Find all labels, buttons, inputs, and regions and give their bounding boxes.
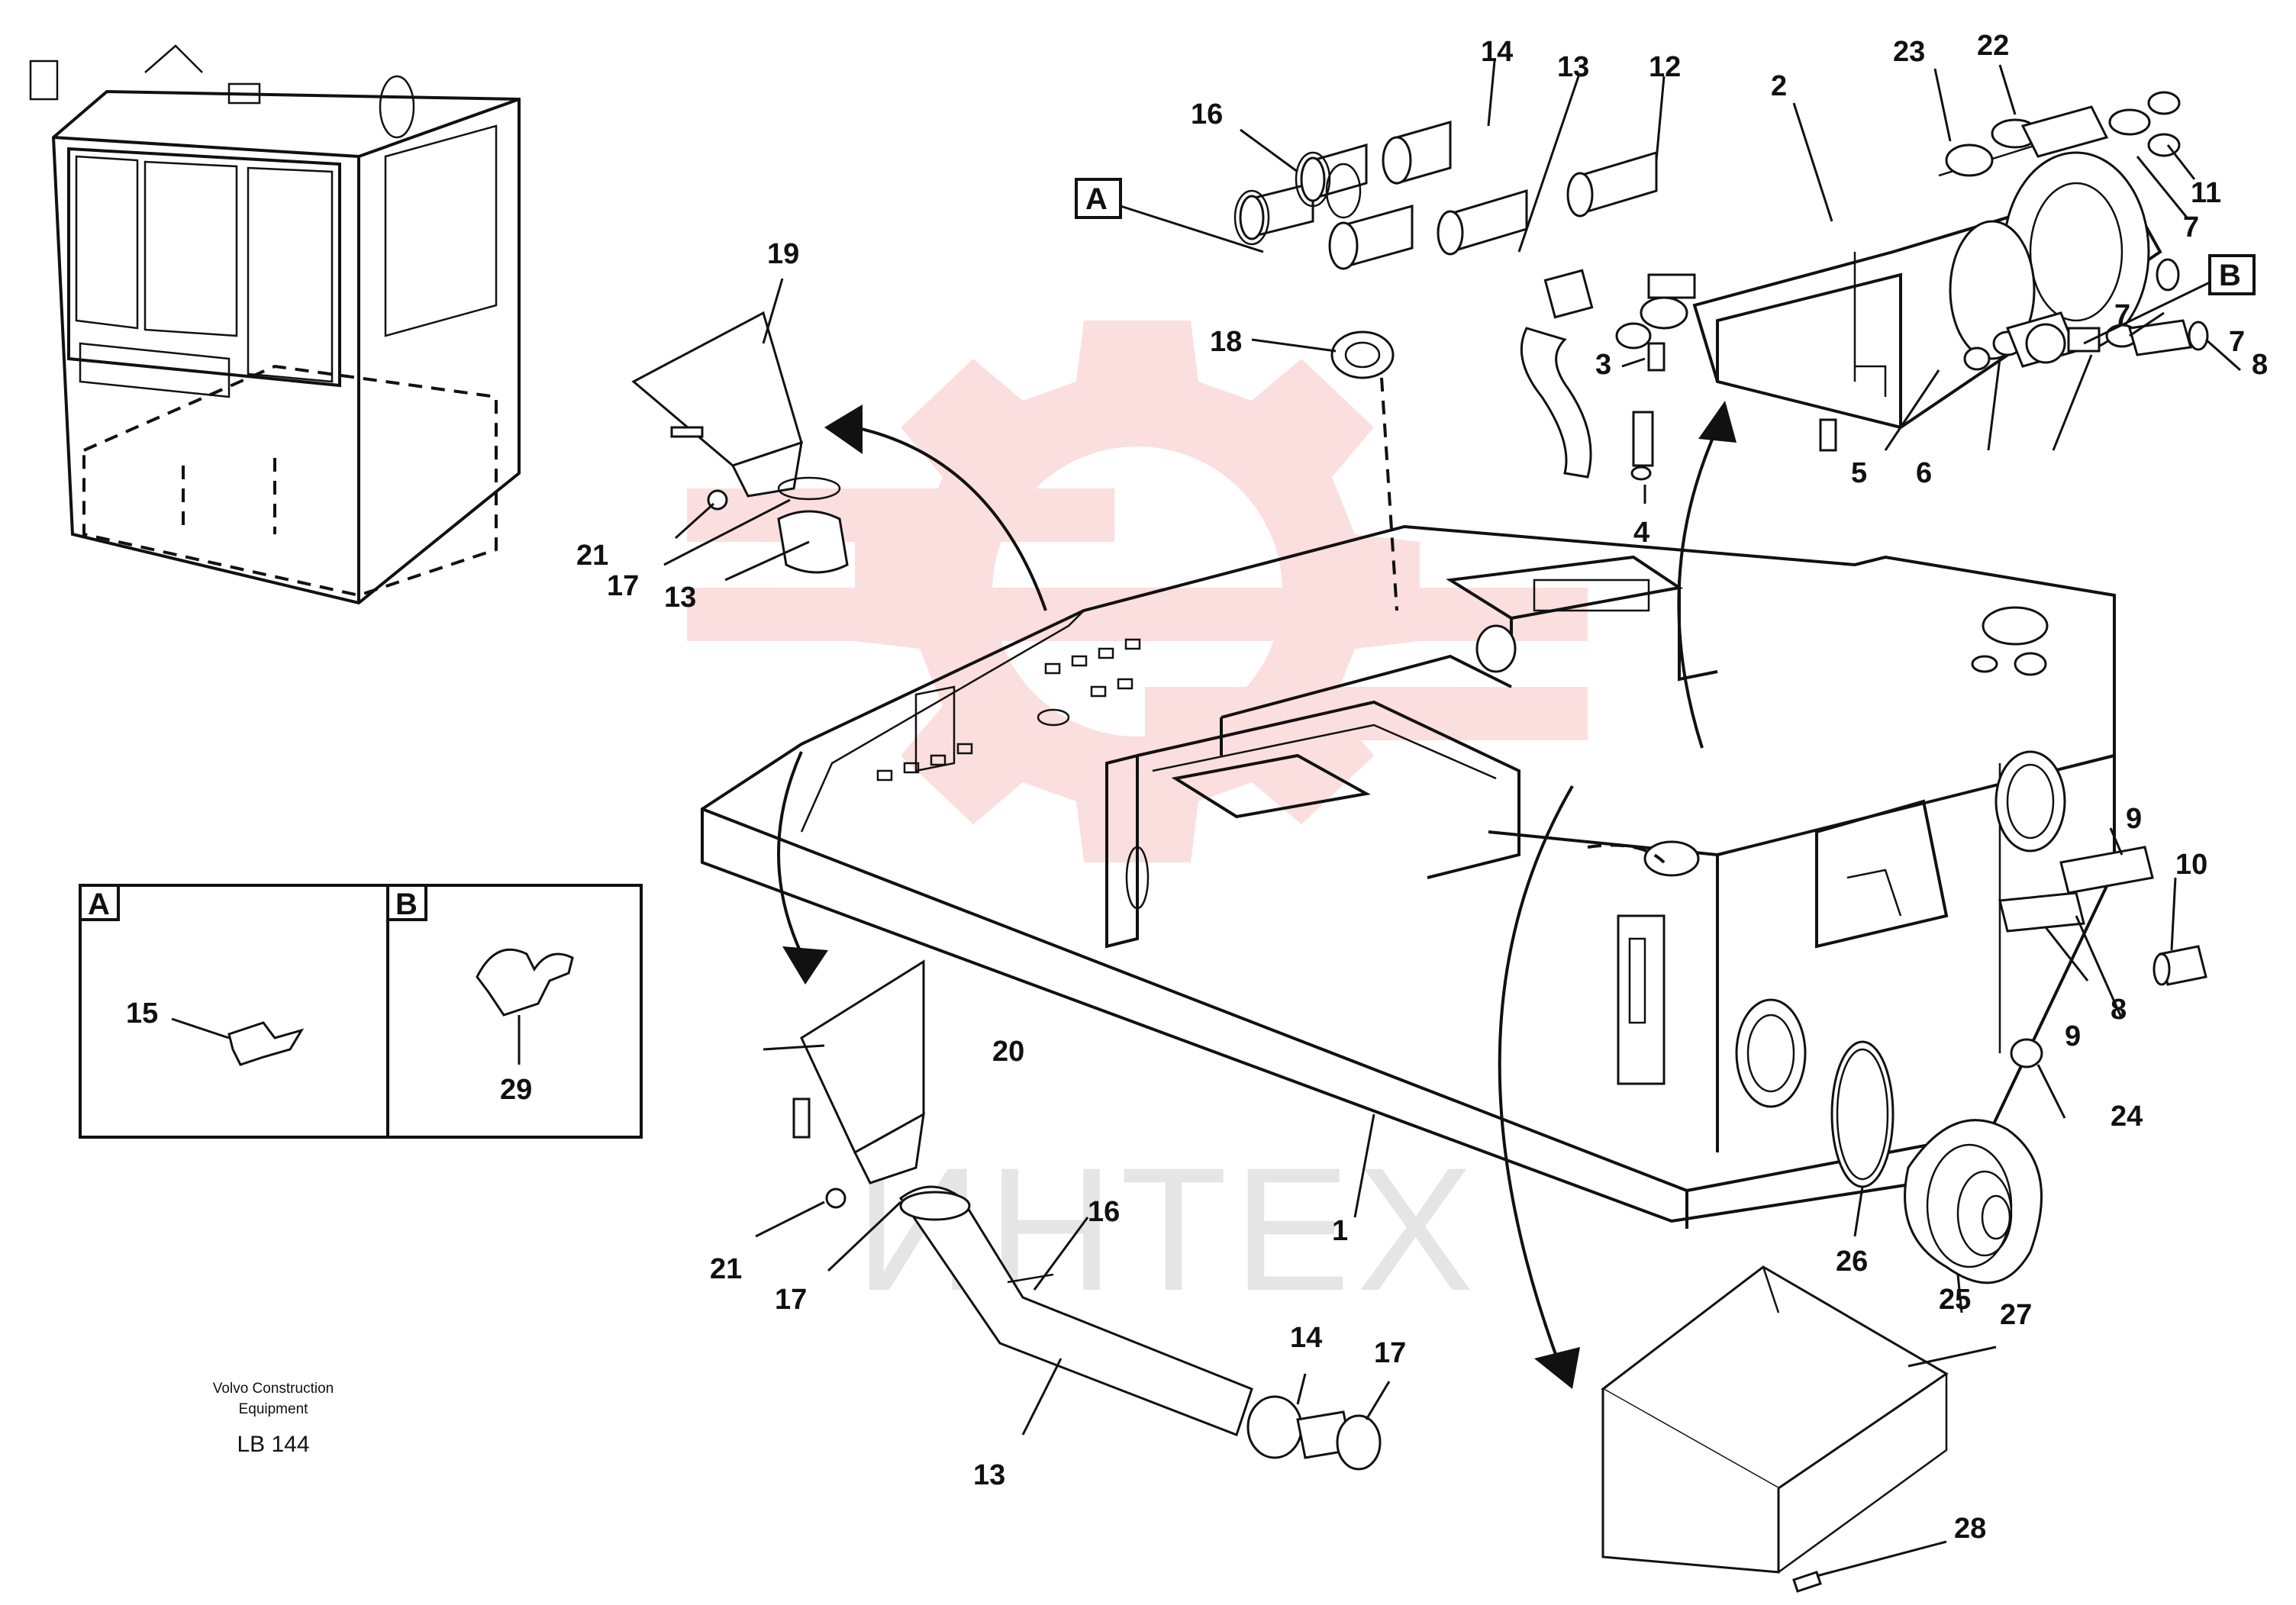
callout-27: 27 <box>2000 1299 2032 1331</box>
leader-lines <box>663 60 2241 1578</box>
callout-7: 7 <box>2183 211 2199 243</box>
diagram-code: LB 144 <box>237 1432 309 1457</box>
detail-panel: A 15 B 29 <box>79 884 643 1139</box>
callout-13: 13 <box>1557 51 1589 83</box>
cab-overview <box>29 44 521 605</box>
ref-tag-b: B <box>2083 254 2256 345</box>
ref-tag-a-label: A <box>1085 182 1108 216</box>
callout-7: 7 <box>2114 299 2130 331</box>
flex-duct-part-13 <box>898 1185 1382 1471</box>
callout-13: 13 <box>664 582 696 614</box>
callout-16: 16 <box>1191 98 1223 131</box>
callout-22: 22 <box>1977 30 2009 62</box>
arrow-head-down-right <box>1534 1347 1580 1389</box>
callout-24: 24 <box>2111 1101 2143 1133</box>
callout-19: 19 <box>767 238 799 270</box>
plug-part-24 <box>2010 1038 2043 1068</box>
detail-box-a-tag: A <box>88 888 110 921</box>
vent-slots <box>876 638 1141 782</box>
clip-part-15 <box>227 1021 305 1066</box>
callout-2: 2 <box>1771 70 1787 102</box>
callout-23: 23 <box>1893 36 1925 68</box>
callout-9: 9 <box>2065 1020 2081 1052</box>
callout-11: 11 <box>2191 177 2221 209</box>
arrow-head-up <box>1698 401 1737 443</box>
callout-14: 14 <box>1290 1322 1322 1354</box>
callouts: 14 13 12 2 23 22 11 7 16 18 7 7 8 3 4 5 … <box>576 30 2268 1545</box>
ref-tag-a: A <box>1075 178 1264 253</box>
caption-line-2: Equipment <box>239 1401 309 1417</box>
callout-12: 12 <box>1649 51 1681 83</box>
callout-3: 3 <box>1595 349 1611 381</box>
caption: Volvo Construction Equipment LB 144 <box>213 1381 334 1457</box>
clamp-ring-part-26 <box>1830 1040 1895 1188</box>
arrow-head-up-left <box>824 404 863 454</box>
ref-tag-b-label: B <box>2219 259 2241 292</box>
callout-14: 14 <box>1481 36 1513 68</box>
detail-box-b: B 29 <box>386 884 574 1106</box>
duct-sleeves <box>1233 121 1658 270</box>
caption-line-1: Volvo Construction <box>213 1381 334 1397</box>
callout-4: 4 <box>1633 517 1649 549</box>
callout-13: 13 <box>973 1459 1005 1491</box>
detail-box-a: A 15 <box>79 884 305 1066</box>
callout-21: 21 <box>710 1253 742 1285</box>
callout-25: 25 <box>1939 1284 1971 1316</box>
heater-unit-part-2 <box>1520 91 2209 481</box>
callout-20: 20 <box>992 1036 1024 1068</box>
callout-17: 17 <box>607 570 639 602</box>
callout-6: 6 <box>1916 457 1932 489</box>
callout-17: 17 <box>775 1284 807 1316</box>
nozzle-part-20 <box>792 959 925 1209</box>
clip-part-29 <box>476 948 574 1017</box>
arrows <box>777 401 1737 1389</box>
callout-5: 5 <box>1851 457 1867 489</box>
callout-26: 26 <box>1836 1246 1868 1278</box>
grommet-part-18 <box>1330 330 1398 611</box>
callout-21: 21 <box>576 540 608 572</box>
arrow-head-down <box>782 946 828 985</box>
pipes-parts-8-9-10 <box>1998 846 2207 986</box>
detail-box-b-tag: B <box>395 888 418 921</box>
callout-28: 28 <box>1954 1513 1986 1545</box>
callout-15: 15 <box>126 997 158 1030</box>
callout-1: 1 <box>1332 1215 1348 1247</box>
callout-18: 18 <box>1210 326 1242 358</box>
callout-16: 16 <box>1088 1196 1120 1228</box>
callout-7: 7 <box>2229 326 2245 358</box>
nozzle-part-19 <box>631 311 849 574</box>
callout-29: 29 <box>500 1074 532 1106</box>
callout-8: 8 <box>2252 349 2268 381</box>
callout-17: 17 <box>1374 1337 1406 1369</box>
tray-part-27 <box>1601 1265 1949 1593</box>
bellows-part-25 <box>1904 1119 2043 1284</box>
callout-10: 10 <box>2175 849 2207 881</box>
callout-8: 8 <box>2111 994 2127 1026</box>
watermark-gear-logo <box>687 321 1588 862</box>
callout-9: 9 <box>2126 803 2142 835</box>
